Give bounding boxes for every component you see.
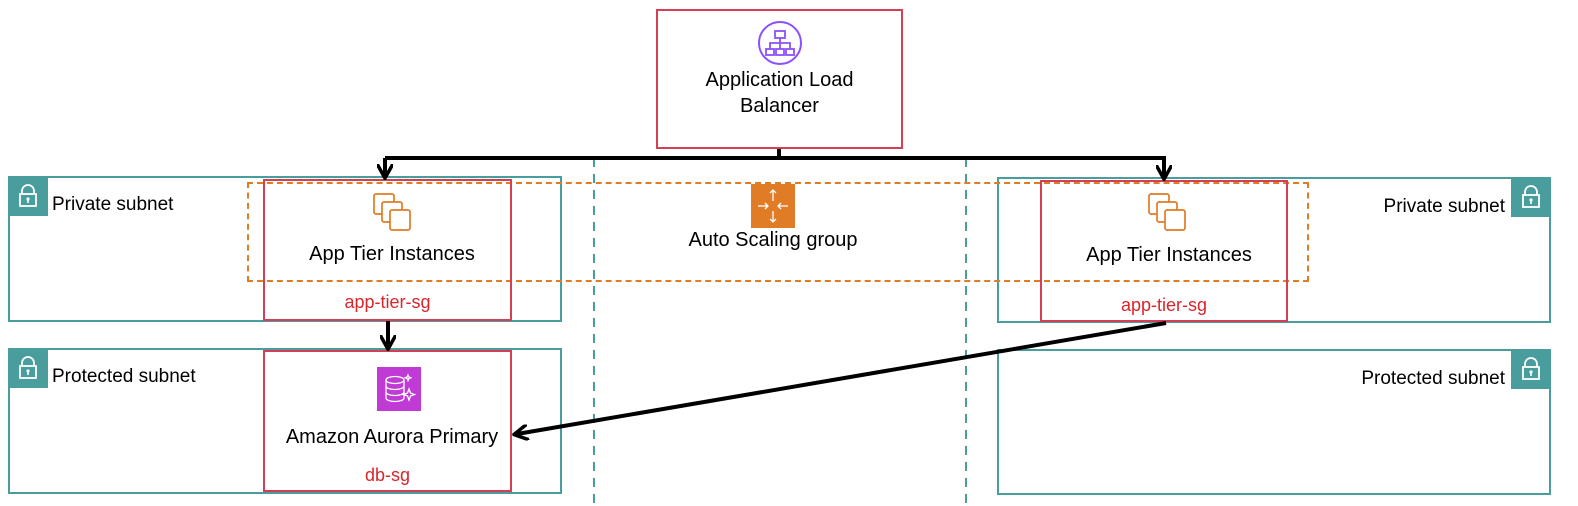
padlock-icon <box>8 348 48 388</box>
private-subnet-left: Private subnet <box>8 176 562 322</box>
subnet-label: Private subnet <box>52 194 174 215</box>
load-balancer-label-line2: Balancer <box>740 95 819 117</box>
subnet-label: Protected subnet <box>1361 368 1505 389</box>
app-tier-left-box[interactable]: App Tier Instances app-tier-sg <box>263 179 512 321</box>
app-tier-right-label: App Tier Instances <box>1086 244 1252 266</box>
db-sg-label: db-sg <box>364 465 411 485</box>
protected-subnet-left: Protected subnet <box>8 348 562 494</box>
app-tier-left-label: App Tier Instances <box>309 243 475 265</box>
subnet-label: Protected subnet <box>52 366 196 387</box>
padlock-icon <box>1511 349 1551 389</box>
app-right-to-db-arrow <box>517 321 1167 434</box>
auto-scaling-icon <box>751 184 795 228</box>
ec2-instances-icon <box>1148 193 1186 231</box>
auto-scaling-label: Auto Scaling group <box>688 229 858 251</box>
aurora-primary-box[interactable]: Amazon Aurora Primary db-sg <box>263 350 512 492</box>
auto-scaling-group-boundary <box>247 182 1309 282</box>
load-balancer-box[interactable]: Application Load Balancer <box>656 9 903 149</box>
app-tier-right-sg-label: app-tier-sg <box>1120 295 1208 315</box>
ec2-instances-icon <box>373 193 411 231</box>
app-tier-right-box[interactable]: App Tier Instances app-tier-sg <box>1040 180 1288 322</box>
protected-subnet-right: Protected subnet <box>997 349 1551 495</box>
app-tier-left-sg-label: app-tier-sg <box>344 292 431 312</box>
subnet-label: Private subnet <box>1383 196 1505 217</box>
padlock-icon <box>1511 177 1551 217</box>
padlock-icon <box>8 176 48 216</box>
load-balancer-label-line1: Application Load <box>705 69 854 91</box>
elb-icon <box>758 21 802 65</box>
private-subnet-right: Private subnet <box>997 177 1551 323</box>
aurora-icon <box>377 367 421 411</box>
aurora-primary-label: Amazon Aurora Primary <box>285 426 499 448</box>
